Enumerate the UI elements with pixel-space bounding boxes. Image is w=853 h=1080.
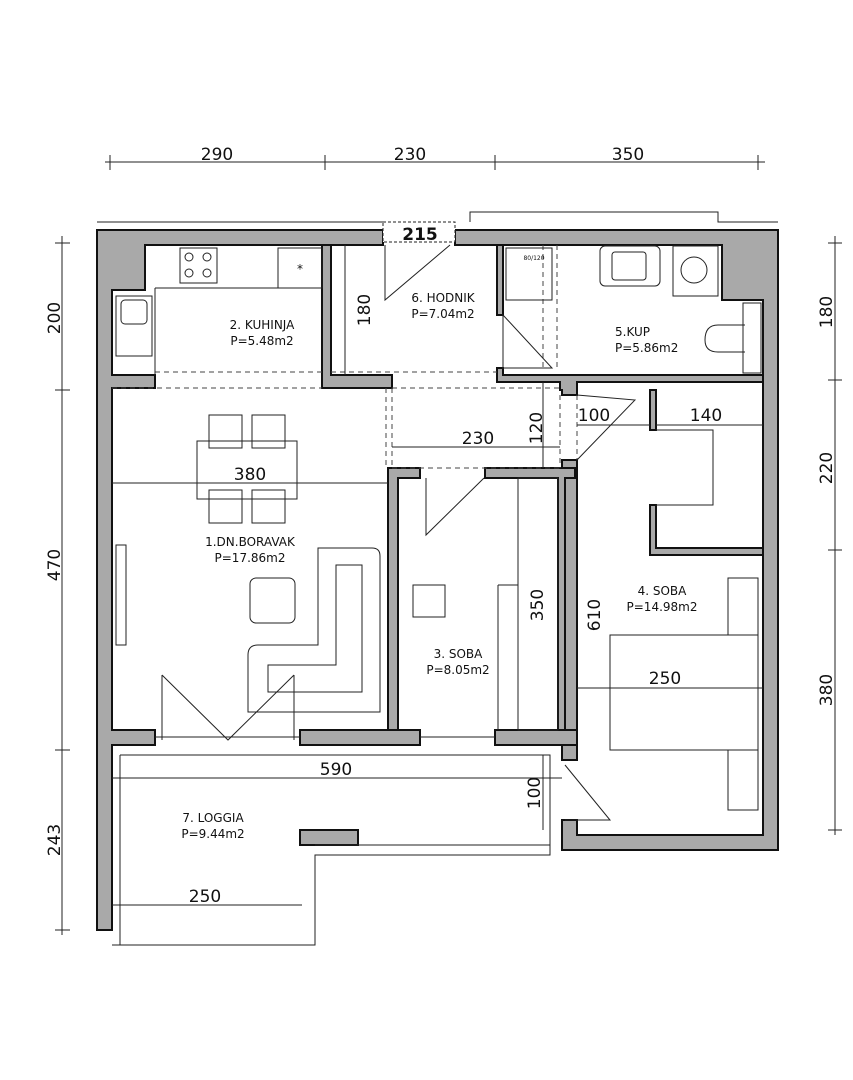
dim-boravak-width: 380 — [234, 465, 266, 485]
room-area-soba3: P=8.05m2 — [426, 663, 489, 677]
top-dimensions: 290 230 350 — [105, 145, 765, 170]
stove-icon — [179, 247, 218, 284]
bed — [609, 577, 759, 811]
room-area-hodnik: P=7.04m2 — [411, 307, 474, 321]
room-name-hodnik: 6. HODNIK — [411, 291, 475, 305]
dim-entrance: 215 — [402, 225, 438, 245]
walls — [96, 229, 779, 931]
sofa — [115, 544, 381, 713]
kitchen-fixtures: * — [115, 247, 323, 375]
svg-text:*: * — [297, 262, 303, 276]
soba3-door-swing — [425, 477, 485, 537]
bathroom-door-swing — [502, 313, 554, 369]
dining-table — [196, 414, 298, 524]
dim-right-1: 180 — [817, 296, 837, 328]
left-dimensions: 200 470 243 — [45, 236, 70, 935]
loggia-door-swing — [564, 764, 612, 821]
dim-soba4-door: 100 — [578, 406, 610, 426]
dim-left-2: 470 — [45, 549, 65, 581]
room-name-soba3: 3. SOBA — [434, 647, 484, 661]
room-name-kuhinja: 2. KUHINJA — [230, 318, 295, 332]
dim-left-3: 243 — [45, 824, 65, 856]
dim-top-2: 230 — [394, 145, 426, 165]
dim-loggia-depth: 100 — [525, 777, 545, 809]
dim-soba3-length: 350 — [528, 589, 548, 621]
room-name-soba4: 4. SOBA — [638, 584, 688, 598]
dim-closet-width: 140 — [690, 406, 722, 426]
room-name-kup: 5.KUP — [615, 325, 650, 339]
room-area-loggia: P=9.44m2 — [181, 827, 244, 841]
right-dimensions: 180 220 380 — [817, 236, 842, 835]
balcony-door-swing — [161, 674, 295, 741]
dim-right-3: 380 — [817, 674, 837, 706]
dim-top-1: 290 — [201, 145, 233, 165]
dim-hodnik-depth: 120 — [527, 412, 547, 444]
dim-kuhinja-height: 180 — [355, 294, 375, 326]
dim-left-1: 200 — [45, 302, 65, 334]
inner-dimensions: 180 230 120 380 100 140 350 610 250 590 … — [112, 245, 763, 907]
dim-loggia-length: 590 — [320, 760, 352, 780]
room-area-kup: P=5.86m2 — [615, 341, 678, 355]
dim-soba4-width: 250 — [649, 669, 681, 689]
loggia-outline — [112, 754, 551, 946]
dim-hodnik-width: 230 — [462, 429, 494, 449]
room-name-boravak: 1.DN.BORAVAK — [205, 535, 296, 549]
room-labels: 2. KUHINJA P=5.48m2 6. HODNIK P=7.04m2 5… — [181, 291, 697, 841]
sink-icon — [115, 295, 153, 357]
room-area-soba4: P=14.98m2 — [627, 600, 698, 614]
dim-soba4-length: 610 — [585, 599, 605, 631]
room-area-boravak: P=17.86m2 — [215, 551, 286, 565]
soba4-door-swing — [576, 394, 637, 461]
bathroom-fixtures: 80/120 — [502, 245, 762, 374]
entrance-door-swing — [384, 244, 451, 302]
dim-loggia-width: 250 — [189, 887, 221, 907]
svg-text:80/120: 80/120 — [523, 255, 544, 262]
shower-icon — [505, 247, 553, 301]
room-area-kuhinja: P=5.48m2 — [230, 334, 293, 348]
fridge-icon — [277, 247, 323, 289]
room-name-loggia: 7. LOGGIA — [182, 811, 244, 825]
dim-right-2: 220 — [817, 452, 837, 484]
dim-top-3: 350 — [612, 145, 644, 165]
